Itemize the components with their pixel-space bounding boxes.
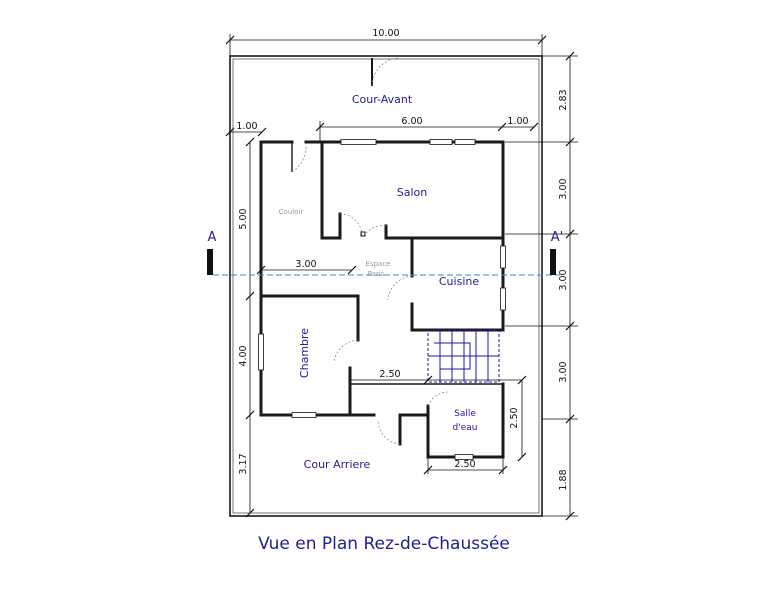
- dimension-rear-depth-label: 3.17: [238, 453, 249, 474]
- dimension-right-4-label: 3.00: [558, 361, 569, 382]
- kitchen-door: [387, 275, 413, 301]
- dimension-corridor-width-label: 3.00: [295, 259, 316, 270]
- windows: [258, 139, 506, 460]
- dimension-corridor-width: 3.00: [256, 259, 357, 275]
- section-marker-left: [207, 249, 213, 275]
- dimension-left-setback-label: 1.00: [236, 121, 257, 132]
- rear-door: [377, 419, 401, 445]
- dimension-overall-width-label: 10.00: [372, 28, 399, 39]
- dimension-right-3-label: 3.00: [558, 269, 569, 290]
- dimension-chambre-depth-label: 4.00: [238, 345, 249, 366]
- section-line: A A': [207, 230, 563, 276]
- dimension-overall-width: 10.00: [225, 28, 547, 56]
- dimension-rear-depth: 3.17: [238, 415, 255, 518]
- dimension-salle-depth: 2.50: [509, 380, 527, 462]
- room-label-espace-line2: Paris: [368, 270, 385, 278]
- dimension-salle-depth-label: 2.50: [509, 407, 520, 428]
- dimension-right-1-label: 2.83: [558, 89, 569, 110]
- room-label-cour-avant: Cour-Avant: [352, 93, 413, 106]
- section-label-right: A': [551, 230, 563, 245]
- dimension-couloir-depth: 5.00: [238, 137, 255, 301]
- chambre-door: [333, 339, 359, 363]
- room-label-cuisine: Cuisine: [439, 275, 479, 288]
- salle-door: [427, 391, 451, 407]
- corridor-door: [291, 142, 307, 173]
- salon-door: [339, 213, 387, 237]
- room-label-salle-line2: d'eau: [453, 423, 478, 433]
- dimension-right-5-label: 1.88: [558, 469, 569, 490]
- room-label-salon: Salon: [397, 186, 428, 199]
- room-label-salle-line1: Salle: [454, 409, 476, 419]
- staircase: [427, 329, 500, 383]
- floor-plan: 10.00 Cour-Avant 1.00 6.00 1.00: [207, 28, 578, 521]
- dimension-salle-width-bottom-label: 2.50: [454, 459, 475, 470]
- dimension-couloir-depth-label: 5.00: [238, 208, 249, 229]
- dimension-chain-right: 2.83 3.00 3.00 3.00 1.88: [505, 51, 578, 521]
- plot-boundary-inner: [232, 58, 540, 514]
- room-label-chambre: Chambre: [298, 328, 311, 378]
- dimension-salon-width-label: 6.00: [401, 116, 422, 127]
- dimension-right-setback-label: 1.00: [507, 116, 528, 127]
- section-label-left: A: [208, 230, 217, 245]
- room-label-couloir: Couloir: [279, 208, 304, 216]
- dimension-salle-width-top-label: 2.50: [379, 369, 400, 380]
- plot-boundary: [229, 55, 543, 517]
- front-gate-door: [371, 57, 401, 87]
- section-marker-right: [550, 249, 556, 275]
- dimension-right-2-label: 3.00: [558, 178, 569, 199]
- room-label-espace-line1: Espace: [366, 260, 391, 268]
- page-title: Vue en Plan Rez-de-Chaussée: [258, 534, 510, 554]
- dimension-salon-width: 6.00: [315, 116, 507, 142]
- dimension-salle-width-top: 2.50: [350, 369, 527, 385]
- dimension-salle-width-bottom: 2.50: [423, 457, 508, 475]
- dimension-right-setback: 1.00: [502, 116, 539, 132]
- dimension-left-setback: 1.00: [225, 121, 267, 137]
- dimension-chambre-depth: 4.00: [238, 296, 255, 420]
- room-label-cour-arriere: Cour Arriere: [304, 458, 371, 471]
